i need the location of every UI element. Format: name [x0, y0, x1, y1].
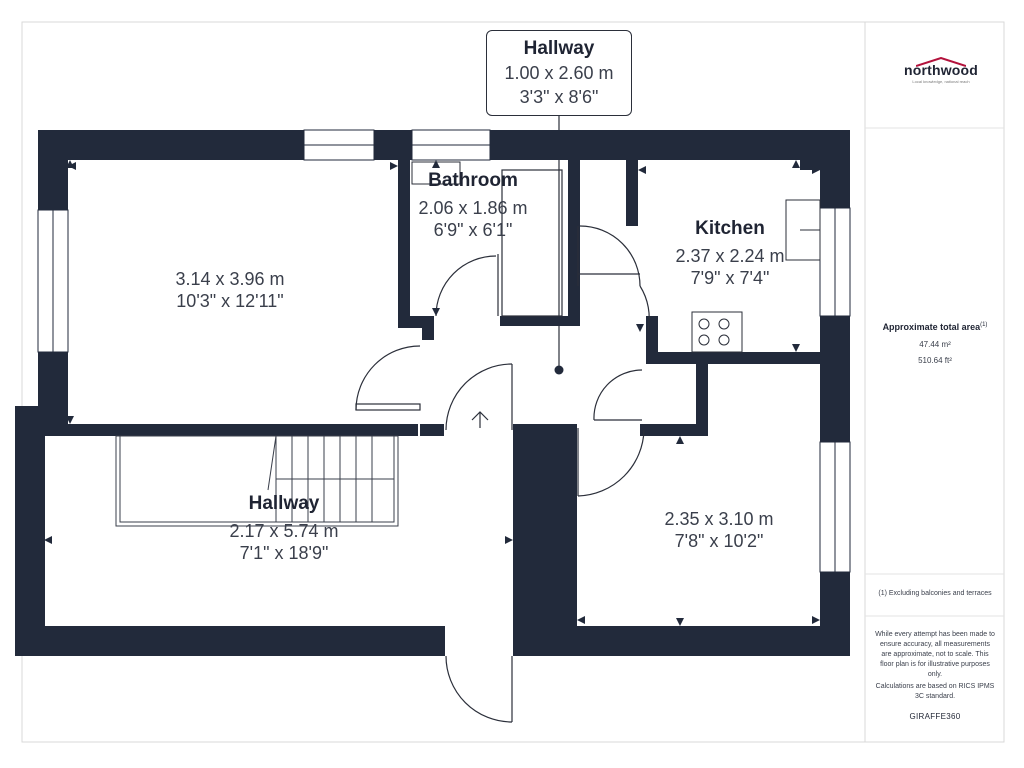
bedroom2-metric: 2.35 x 3.10 m	[664, 509, 774, 529]
hallway-name: Hallway	[248, 493, 320, 514]
callout-room-name: Hallway	[523, 38, 595, 59]
callout-imperial: 3'3" x 8'6"	[519, 87, 599, 107]
bathroom-imperial: 6'9" x 6'1"	[433, 220, 513, 240]
northwood-logo: northwood Local knowledge, national reac…	[896, 57, 986, 84]
roof-logo-icon	[916, 57, 966, 67]
kitchen-imperial: 7'9" x 7'4"	[690, 268, 770, 288]
bedroom1-imperial: 10'3" x 12'11"	[176, 291, 284, 311]
entry-arrow-icon	[471, 411, 489, 428]
brand-mark: GIRAFFE360	[909, 712, 961, 721]
area-m2: 47.44 m²	[919, 340, 951, 349]
area-note-mark: (1)	[980, 322, 988, 328]
area-ft2: 510.64 ft²	[918, 356, 952, 365]
windows	[37, 129, 851, 573]
stairs	[115, 435, 399, 527]
bedroom2-label: 2.35 x 3.10 m 7'8" x 10'2"	[644, 508, 794, 552]
area-footnote: (1) Excluding balconies and terraces	[878, 590, 992, 597]
kitchen-metric: 2.37 x 2.24 m	[675, 246, 785, 266]
walls	[15, 130, 850, 656]
hallway-label: 2.17 x 5.74 m 7'1" x 18'9"	[204, 520, 364, 564]
bathroom-metric: 2.06 x 1.86 m	[418, 198, 528, 218]
bedroom2-imperial: 7'8" x 10'2"	[674, 531, 764, 551]
area-title: Approximate total area(1)	[866, 322, 1004, 332]
logo-wordmark: northwood	[903, 62, 979, 78]
calculation-note: Calculations are based on RICS IPMS 3C s…	[875, 683, 995, 700]
disclaimer-text: While every attempt has been made to ens…	[875, 631, 995, 678]
page-border	[21, 21, 1005, 743]
hallway-metric: 2.17 x 5.74 m	[229, 521, 339, 541]
kitchen-label: 2.37 x 2.24 m 7'9" x 7'4"	[655, 245, 805, 289]
bathroom-name: Bathroom	[428, 170, 518, 191]
fixtures	[411, 161, 821, 353]
area-title-text: Approximate total area	[882, 322, 981, 332]
callout-dot	[554, 365, 564, 375]
hob-fixture	[691, 311, 743, 353]
callout-metric: 1.00 x 2.60 m	[504, 63, 614, 83]
dimension-ticks	[44, 160, 820, 626]
hallway-callout: Hallway 1.00 x 2.60 m 3'3" x 8'6"	[486, 30, 632, 116]
bedroom1-label: 3.14 x 3.96 m 10'3" x 12'11"	[150, 268, 310, 312]
bathroom-label: 2.06 x 1.86 m 6'9" x 6'1"	[400, 197, 546, 241]
kitchen-name: Kitchen	[695, 218, 765, 239]
bedroom1-metric: 3.14 x 3.96 m	[175, 269, 285, 289]
logo-tagline: Local knowledge, national reach	[912, 79, 970, 84]
hallway-imperial: 7'1" x 18'9"	[239, 543, 329, 563]
info-sidebar: northwood Local knowledge, national reac…	[866, 22, 1004, 742]
door-swings	[355, 169, 650, 723]
